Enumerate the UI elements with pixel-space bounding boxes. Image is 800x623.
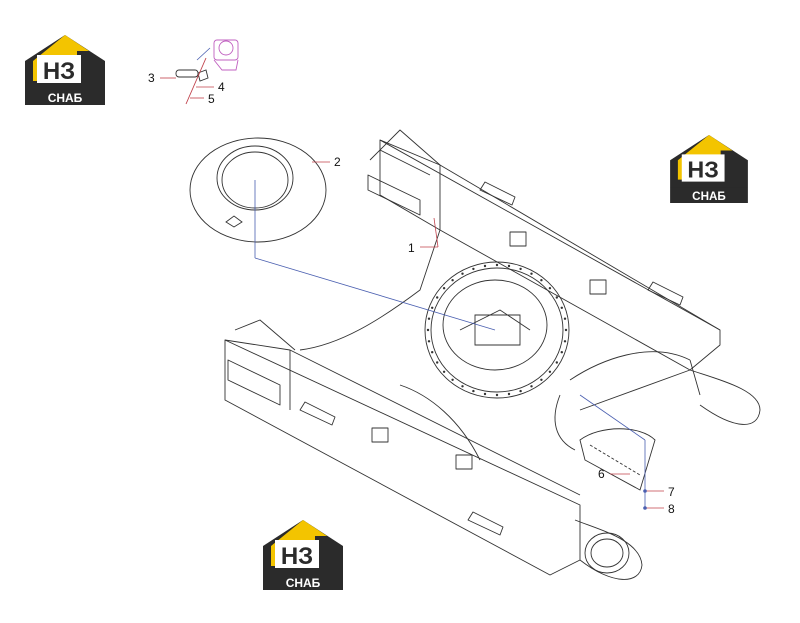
callout-7[interactable]: 7	[668, 485, 675, 499]
logo-bottom-text: СНАБ	[48, 91, 83, 105]
bolt-hole	[461, 272, 464, 275]
bolt-hole	[427, 317, 431, 320]
bolt-hole	[560, 351, 563, 354]
logo-top-text: НЗ	[687, 157, 718, 183]
bolt-hole	[530, 385, 533, 388]
bolt-hole	[431, 351, 434, 354]
swing-circle[interactable]	[424, 261, 570, 399]
brand-logo-bottom-center: НЗ СНАБ	[263, 518, 343, 590]
bolt-hole	[563, 340, 567, 343]
logo-top-text: НЗ	[43, 58, 75, 85]
bolt-hole	[442, 370, 446, 373]
callout-labels: 1 2 3 4 5 6 7 8	[148, 71, 675, 516]
part-6-cover-plate[interactable]	[579, 428, 656, 491]
callout-4[interactable]: 4	[218, 80, 225, 94]
bolt-hole	[555, 361, 558, 364]
bolt-hole	[436, 361, 439, 364]
brand-logo-top-left: НЗ СНАБ	[25, 33, 105, 105]
bolt-hole	[548, 370, 552, 373]
bolt-hole	[548, 287, 552, 290]
leader-dots	[643, 489, 647, 510]
bolt-hole	[472, 389, 475, 393]
bolt-hole	[540, 279, 543, 282]
bolt-hole	[451, 378, 454, 381]
bolt-hole	[519, 389, 522, 393]
callout-2[interactable]: 2	[334, 155, 341, 169]
bolt-hole	[495, 393, 499, 397]
bolt-hole	[483, 392, 487, 396]
bolt-hole	[495, 263, 499, 267]
bolt-hole	[483, 264, 487, 268]
bolt-hole	[560, 306, 563, 309]
callout-6[interactable]: 6	[598, 467, 605, 481]
leader-lines	[160, 47, 664, 509]
bolt-hole	[555, 296, 558, 299]
part-3-5-pin-assembly[interactable]	[175, 39, 239, 105]
bolt-hole	[472, 267, 475, 271]
logo-bottom-text: СНАБ	[692, 190, 726, 203]
bolt-hole	[507, 392, 511, 396]
bolt-hole	[530, 272, 533, 275]
bolt-hole	[426, 328, 430, 332]
callout-3[interactable]: 3	[148, 71, 155, 85]
bolt-hole	[540, 378, 543, 381]
bolt-hole	[427, 340, 431, 343]
part-1-lower-frame[interactable]	[224, 129, 761, 580]
logo-bottom-text: СНАБ	[286, 576, 321, 590]
brand-logo-top-right: НЗ СНАБ	[670, 133, 748, 203]
bolt-hole	[563, 317, 567, 320]
bolt-hole	[436, 296, 439, 299]
callout-5[interactable]: 5	[208, 92, 215, 106]
bolt-hole	[564, 328, 568, 332]
bolt-hole	[461, 385, 464, 388]
bolt-hole	[451, 279, 454, 282]
bolt-hole	[507, 264, 511, 268]
callout-1[interactable]: 1	[408, 241, 415, 255]
callout-8[interactable]: 8	[668, 502, 675, 516]
logo-top-text: НЗ	[281, 543, 313, 570]
bolt-hole	[442, 287, 446, 290]
bolt-hole	[519, 267, 522, 271]
part-2-ring-plate[interactable]	[189, 137, 327, 243]
bolt-hole	[431, 306, 434, 309]
